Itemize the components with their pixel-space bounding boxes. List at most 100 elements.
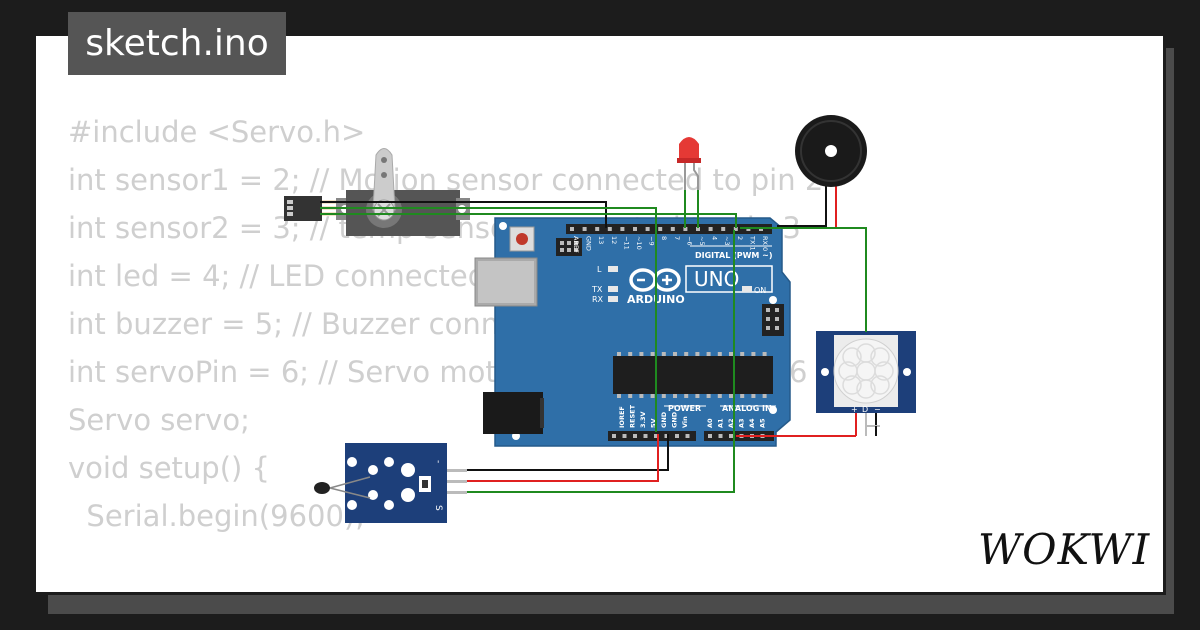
dc-power-jack (483, 392, 543, 434)
pir-mount-hole (821, 368, 829, 376)
wire-servo-vcc (320, 207, 657, 432)
led-tx-indicator (608, 286, 618, 292)
chip-pin (673, 394, 677, 398)
temp-module-pad (401, 488, 415, 502)
power-pin-label: IOREF (618, 406, 626, 428)
servo-motor[interactable] (284, 148, 470, 237)
chip-pin (661, 394, 666, 398)
temp-module-pad (401, 463, 415, 477)
digital-pin-label: ~9 (648, 236, 656, 246)
code-line: Serial.begin(9600); (68, 499, 366, 533)
digital-pin-label: AREF (572, 236, 580, 253)
power-pin-label: GND (660, 411, 668, 428)
power-label: POWER (668, 404, 701, 413)
digital-pin-label: 2 (736, 236, 744, 240)
chip-pins (617, 352, 767, 398)
header-pin (683, 227, 688, 231)
header-pin (718, 434, 723, 438)
header-pin (708, 227, 713, 231)
pir-motion-sensor[interactable]: + D − (816, 331, 916, 436)
chip-pin (673, 352, 677, 356)
chip-pin (650, 352, 655, 356)
thermistor-bead (314, 482, 330, 494)
header-pin (633, 434, 637, 438)
digital-pin-label: GND (585, 236, 593, 251)
header-pin (620, 227, 625, 231)
header-pin (675, 434, 679, 438)
chip-pin (729, 352, 733, 356)
chip-pin (740, 352, 745, 356)
chip-pin (740, 394, 745, 398)
digital-header (566, 224, 772, 234)
chip-pin (617, 352, 621, 356)
usb-connector-face (478, 261, 534, 303)
temperature-sensor-module[interactable]: - S (314, 443, 467, 523)
wire-servo-signal (320, 213, 737, 228)
digital-pin-label: 4 (711, 236, 719, 240)
chip-pin (628, 352, 633, 356)
wire-servo-gnd (320, 201, 607, 228)
led-l-label: L (597, 265, 602, 274)
header-pin (658, 227, 663, 231)
reset-button[interactable] (509, 226, 535, 252)
analog-label: ANALOG IN (722, 404, 772, 413)
digital-pin-label: ~3 (723, 236, 731, 246)
temp-module-hole (368, 465, 378, 475)
analog-pin-label: A1 (717, 418, 725, 428)
uno-label-box (685, 265, 773, 293)
chip-pin (706, 394, 711, 398)
power-pin-label: Vin (681, 416, 689, 428)
digital-pin-label: ~5 (698, 236, 706, 246)
chip-pin (684, 394, 689, 398)
servo-connector-pin (287, 212, 293, 216)
wire-pir-data (740, 227, 867, 332)
analog-pin-label: A3 (738, 418, 746, 428)
code-line: Servo servo; (68, 403, 250, 437)
header-pin (570, 227, 574, 231)
pir-dome (833, 338, 899, 404)
pir-dome-cell (870, 347, 890, 367)
temp-module-hole (347, 500, 357, 510)
analog-pin-label: A5 (759, 418, 767, 428)
chip-pin (729, 394, 733, 398)
file-tab[interactable]: sketch.ino (68, 12, 286, 75)
icsp-header-top (556, 238, 582, 256)
code-line: #include <Servo.h> (68, 115, 366, 149)
chip-pin (762, 352, 767, 356)
header-pin (729, 434, 733, 438)
wires (320, 190, 880, 493)
servo-horn-hole (381, 157, 387, 163)
buzzer-hole (825, 145, 837, 157)
pir-pin-label-data: D (862, 405, 868, 414)
temp-module-pin (447, 491, 467, 494)
chip-pin (706, 352, 711, 356)
code-line: void setup() { (68, 451, 270, 485)
power-pin-label: 5V (650, 418, 658, 428)
header-pin (721, 227, 726, 231)
servo-connector-pin (287, 200, 293, 204)
chip-pin (695, 352, 700, 356)
wire-temp-gnd (467, 434, 669, 471)
pir-dome-cell (842, 347, 862, 367)
pir-mount-hole (903, 368, 911, 376)
mounting-hole (769, 296, 777, 304)
temp-module-pin (447, 480, 467, 483)
header-pin (595, 227, 600, 231)
piezo-buzzer[interactable] (795, 115, 867, 228)
header-pin (708, 434, 712, 438)
icsp-header-right (762, 304, 784, 336)
digital-pin-label: 8 (660, 236, 668, 240)
power-pin-label: RESET (629, 404, 637, 428)
header-pin (733, 227, 738, 231)
header-pin (622, 434, 627, 438)
wokwi-logo: WOKWI (978, 525, 1150, 574)
led-l-indicator (608, 266, 618, 272)
chip-pin (628, 394, 633, 398)
digital-pin-label: 13 (597, 236, 605, 244)
led-rx-label: RX (592, 295, 604, 304)
pir-dome-cell (856, 379, 876, 399)
